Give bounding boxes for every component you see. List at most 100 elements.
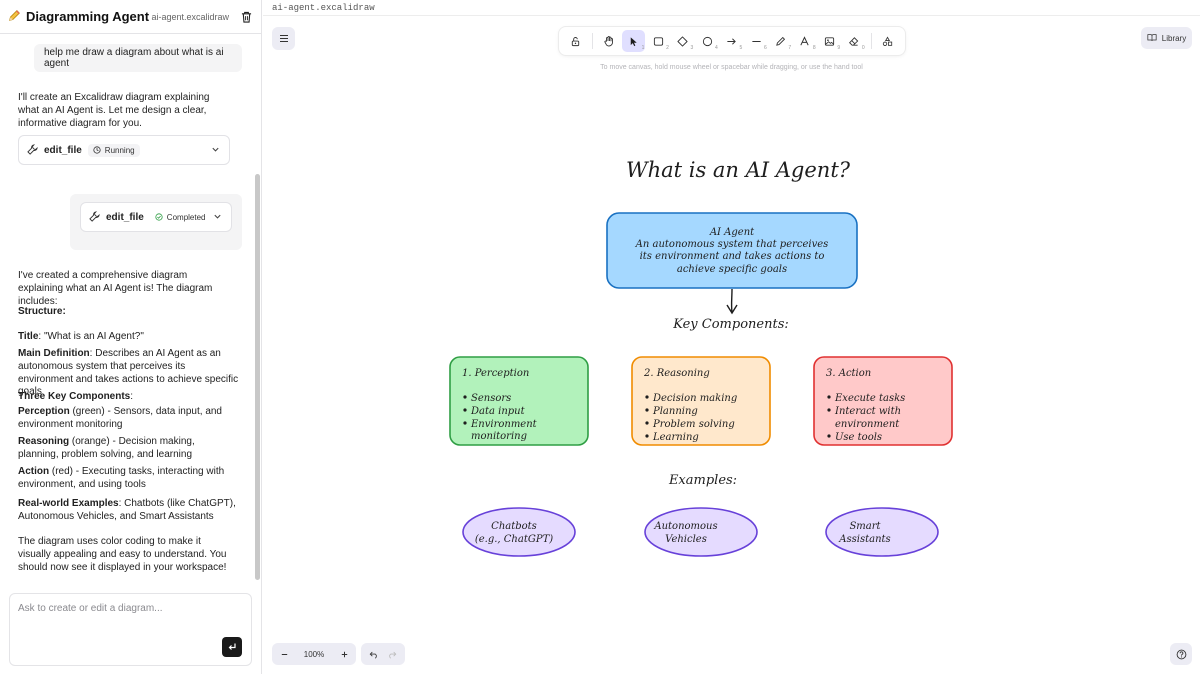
- redo-icon: [389, 651, 397, 659]
- tool-call-completed[interactable]: edit_file Completed: [80, 202, 232, 232]
- reasoning-box[interactable]: [631, 356, 771, 446]
- example-ellipse[interactable]: [644, 507, 758, 557]
- example-label: Chatbots: [491, 521, 537, 532]
- component-item: Data input: [470, 406, 526, 417]
- component-item: Learning: [652, 432, 699, 443]
- main-menu-button[interactable]: [272, 27, 295, 50]
- help-icon: [1176, 649, 1186, 659]
- wrench-icon: [27, 144, 39, 156]
- component-item: Execute tasks: [834, 393, 905, 404]
- diagram[interactable]: What is an AI Agent? AI Agent An autonom…: [263, 0, 1200, 674]
- extra-tools[interactable]: [876, 30, 899, 52]
- text-tool[interactable]: 8: [793, 30, 816, 52]
- summary-title: Title: "What is an AI Agent?": [18, 331, 144, 342]
- diamond-tool[interactable]: 3: [671, 30, 694, 52]
- summary-intro: I've created a comprehensive diagram exp…: [18, 270, 213, 307]
- component-item: Environment: [470, 419, 538, 430]
- selection-tool[interactable]: 1: [621, 30, 646, 52]
- component-title: 2. Reasoning: [643, 368, 710, 379]
- summary-closing: The diagram uses color coding to make it…: [18, 536, 227, 573]
- tool-call-running[interactable]: edit_file Running: [18, 135, 230, 165]
- status-badge: Running: [87, 143, 140, 157]
- pencil-icon: [776, 36, 786, 46]
- example-ellipse[interactable]: [825, 507, 939, 557]
- zoom-out-button[interactable]: [278, 648, 290, 660]
- toolbar-divider: [592, 33, 594, 49]
- component-item: Interact with: [834, 406, 901, 417]
- perception-box[interactable]: [449, 356, 589, 446]
- example-label: Autonomous: [653, 521, 717, 532]
- eraser-tool[interactable]: 0: [842, 30, 865, 52]
- bullet-icon: [463, 408, 467, 412]
- example-ellipse[interactable]: [462, 507, 576, 557]
- trash-icon[interactable]: [239, 10, 253, 24]
- component-item: Sensors: [471, 393, 511, 404]
- components-heading[interactable]: Key Components:: [672, 317, 789, 332]
- component-item: environment: [835, 419, 900, 430]
- definition-box[interactable]: [606, 212, 858, 289]
- book-icon: [1147, 33, 1157, 43]
- status-label: Completed: [166, 212, 206, 222]
- example-label: Assistants: [838, 534, 890, 545]
- bullet-icon: [827, 395, 831, 399]
- hand-icon: [604, 36, 614, 47]
- library-button[interactable]: Library: [1141, 27, 1192, 49]
- status-label: Running: [104, 145, 135, 155]
- examples-heading[interactable]: Examples:: [668, 473, 737, 488]
- shape-toolbar: 1 2 3 4 5 6 7: [559, 27, 905, 55]
- bullet-icon: [463, 395, 467, 399]
- rectangle-tool[interactable]: 2: [646, 30, 669, 52]
- bullet-icon: [827, 434, 831, 438]
- diagram-title[interactable]: What is an AI Agent?: [626, 158, 851, 182]
- divider: [263, 15, 1200, 16]
- chat-scrollbar[interactable]: [255, 174, 260, 580]
- ellipse-tool[interactable]: 4: [695, 30, 718, 52]
- line-tool[interactable]: 6: [744, 30, 767, 52]
- wrench-icon: [89, 211, 101, 223]
- assistant-intro: I'll create an Excalidraw diagram explai…: [18, 92, 210, 129]
- user-message: help me draw a diagram about what is ai …: [34, 44, 242, 72]
- draw-tool[interactable]: 7: [769, 30, 792, 52]
- ellipse-icon: [702, 36, 712, 46]
- summary-examples: Real-world Examples: Chatbots (like Chat…: [18, 498, 236, 522]
- action-box[interactable]: [813, 356, 953, 446]
- send-button[interactable]: [222, 637, 242, 657]
- chat-input[interactable]: [18, 603, 238, 614]
- redo-button[interactable]: [386, 648, 398, 660]
- pencil-icon: [8, 9, 24, 25]
- arrow-tool[interactable]: 5: [720, 30, 743, 52]
- eraser-icon: [849, 36, 859, 46]
- zoom-in-button[interactable]: [338, 648, 350, 660]
- summary-reasoning: Reasoning (orange) - Decision making, pl…: [18, 436, 195, 460]
- definition-line: achieve specific goals: [677, 264, 787, 275]
- chevron-down-icon[interactable]: [213, 212, 223, 222]
- clock-icon: [93, 146, 101, 154]
- definition-line: An autonomous system that perceives: [635, 239, 829, 250]
- tool-name: edit_file: [44, 144, 82, 156]
- example-label: (e.g., ChatGPT): [475, 534, 553, 545]
- message-list[interactable]: help me draw a diagram about what is ai …: [0, 34, 262, 588]
- text-icon: [800, 35, 810, 45]
- component-item: Decision making: [652, 393, 737, 404]
- example-label: Vehicles: [665, 534, 707, 545]
- cursor-icon: [630, 36, 637, 46]
- lock-tool[interactable]: [564, 30, 587, 52]
- zoom-controls: 100%: [272, 643, 356, 665]
- help-button[interactable]: [1170, 643, 1192, 665]
- connector-arrow[interactable]: [726, 288, 738, 315]
- chat-sidebar: Diagramming Agent ai-agent.excalidraw he…: [0, 0, 262, 674]
- undo-button[interactable]: [368, 648, 380, 660]
- example-label: Smart: [849, 521, 881, 532]
- component-item: monitoring: [471, 431, 527, 442]
- excalidraw-canvas[interactable]: ai-agent.excalidraw 1 2 3: [263, 0, 1200, 674]
- shapes-icon: [882, 36, 892, 46]
- image-tool[interactable]: 9: [818, 30, 841, 52]
- chevron-down-icon[interactable]: [211, 145, 221, 155]
- status-badge: Completed: [150, 211, 211, 224]
- component-item: Use tools: [835, 432, 882, 443]
- hand-tool[interactable]: [597, 30, 620, 52]
- component-item: Problem solving: [652, 419, 735, 430]
- canvas-hint: To move canvas, hold mouse wheel or spac…: [600, 64, 863, 71]
- bullet-icon: [827, 408, 831, 412]
- zoom-level[interactable]: 100%: [303, 649, 325, 659]
